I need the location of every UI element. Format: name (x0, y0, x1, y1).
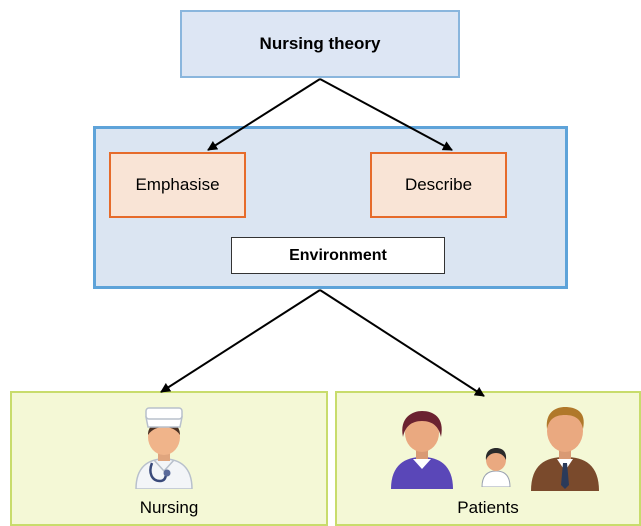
arrow-to-nursing (160, 289, 321, 393)
nursing-theory-label: Nursing theory (259, 34, 381, 53)
woman-icon (391, 411, 453, 489)
child-icon (481, 448, 511, 487)
patients-label: Patients (457, 498, 519, 517)
man-icon (531, 407, 599, 491)
describe-label: Describe (404, 175, 473, 194)
nursing-theory-box: Nursing theory (180, 10, 460, 78)
emphasise-label: Emphasise (135, 175, 220, 194)
emphasise-box: Emphasise (109, 152, 246, 218)
nursing-label: Nursing (139, 498, 199, 517)
describe-box: Describe (370, 152, 507, 218)
nurse-icon (135, 407, 193, 489)
arrow-to-patients (319, 289, 485, 397)
patients-panel: Patients (335, 391, 641, 526)
environment-label: Environment (289, 246, 387, 264)
environment-box: Environment (231, 237, 445, 274)
nursing-panel: Nursing (10, 391, 328, 526)
